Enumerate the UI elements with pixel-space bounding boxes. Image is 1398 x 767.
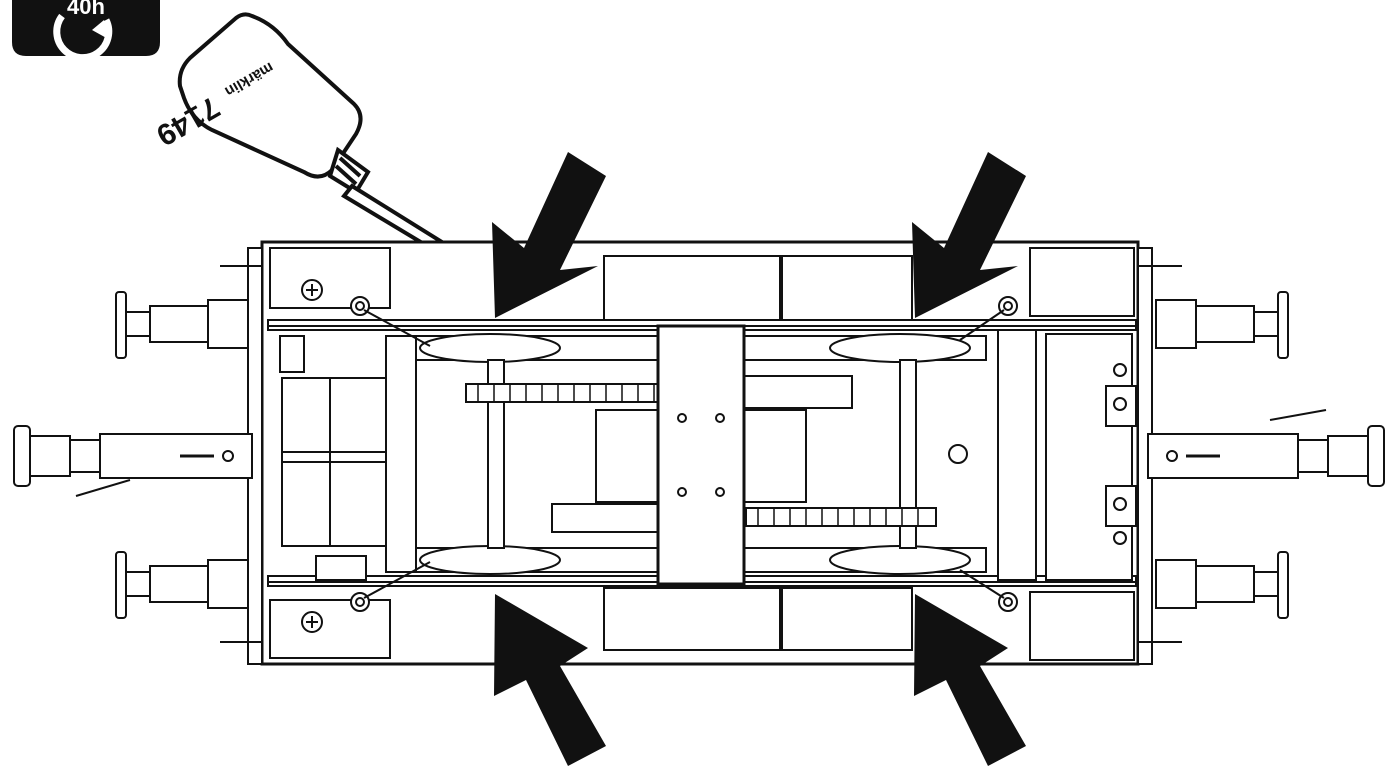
service-interval-text: 40h	[67, 0, 105, 19]
arrow-top-left	[492, 152, 606, 318]
buffers-and-couplers	[13, 291, 1385, 619]
coupler-left	[13, 425, 253, 497]
arrow-top-right	[912, 152, 1026, 318]
buffer-left-top	[115, 291, 249, 359]
rotate-arrow-icon	[53, 13, 113, 62]
service-interval-badge: 40h	[12, 0, 160, 62]
coupler-right	[1147, 409, 1385, 487]
oil-bottle-icon: 7149 märklin	[151, 12, 478, 271]
buffer-left-bottom	[115, 551, 249, 619]
center-plate	[656, 324, 746, 586]
buffer-right-top	[1155, 291, 1289, 359]
bogie-drawing	[220, 240, 1182, 666]
buffer-right-bottom	[1155, 551, 1289, 619]
arrow-bottom-right	[914, 594, 1026, 766]
arrow-bottom-left	[494, 594, 606, 766]
